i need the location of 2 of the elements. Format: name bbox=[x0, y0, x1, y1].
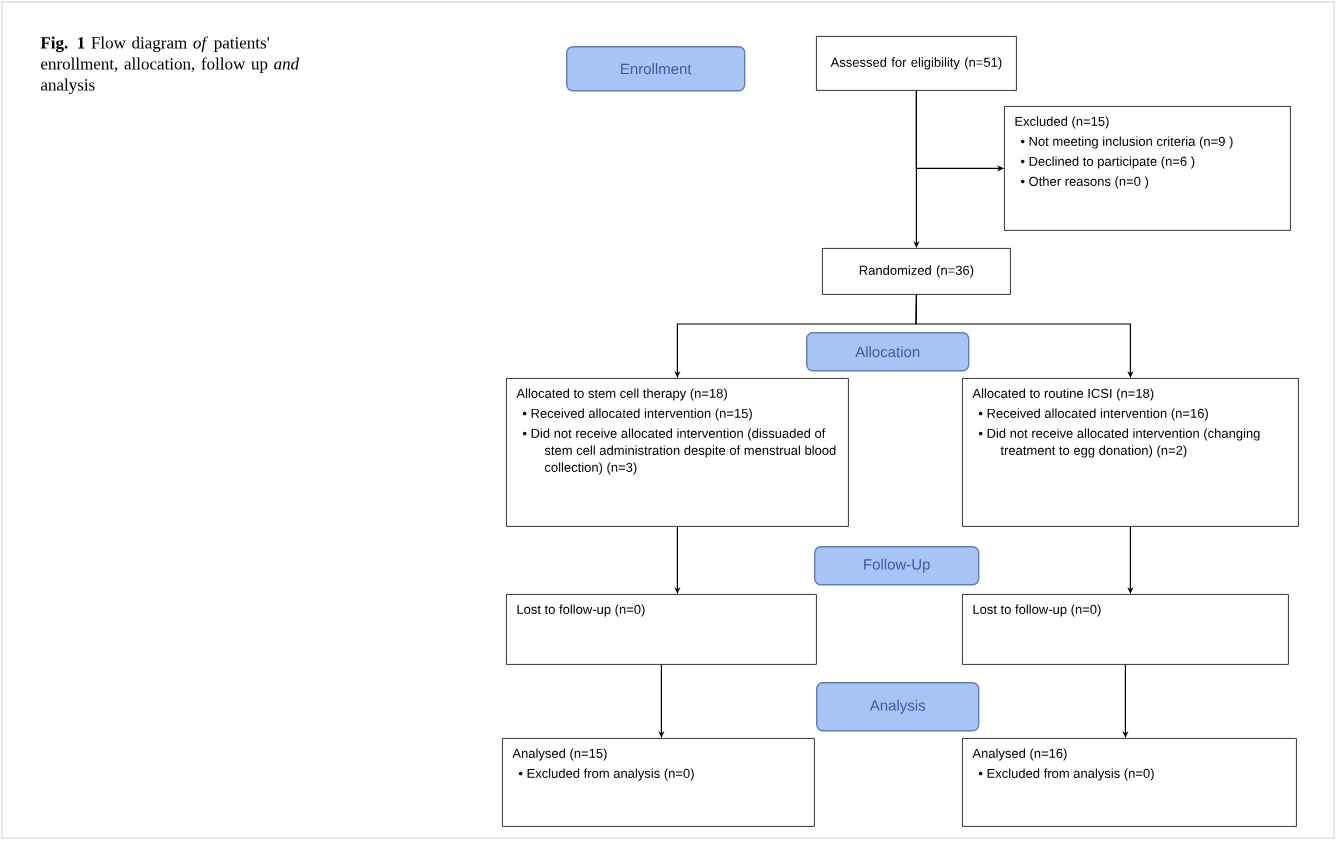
arrow bbox=[915, 294, 1134, 378]
figure-caption: Fig. 1 Flow diagram of patients' enrollment, allocation, follow up and analysis bbox=[40, 36, 300, 95]
